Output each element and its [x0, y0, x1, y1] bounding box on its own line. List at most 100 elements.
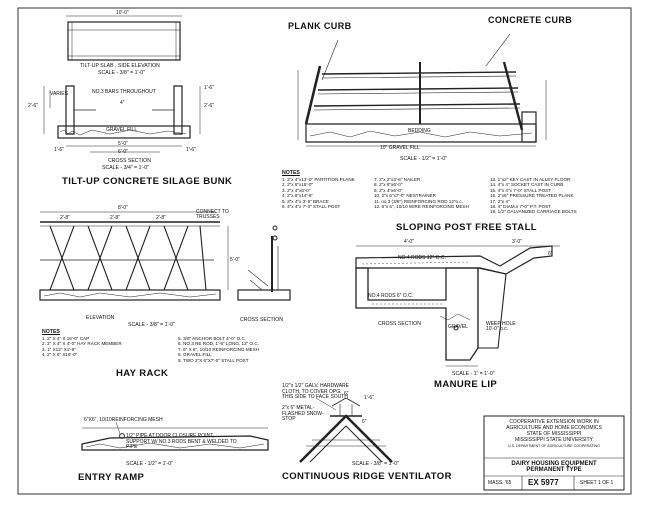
bunk-gravel: GRAVEL FILL [106, 127, 138, 133]
manure-lip-drawing [355, 245, 560, 367]
bunk-side-title: TILT-UP SLAB , SIDE ELEVATION [80, 63, 160, 69]
stall-gravel: 10" GRAVEL FILL [380, 145, 420, 151]
bunk-title: TILT-UP CONCRETE SILAGE BUNK [62, 176, 233, 187]
stall-notes-col3: 13. 1"x2" KEY CAST IN ALLEY FLOOR 14. 4"… [490, 177, 577, 215]
hay-note: 4. 2" X 6" X16'-0" [42, 352, 78, 358]
ramp-scale: SCALE - 1/2" = 1'-0" [126, 461, 173, 467]
hay-dim-a: 2'-8" [60, 215, 70, 221]
hay-rack-cross-section [237, 225, 291, 301]
hay-note: 2. 2" X 4" X 4'-0" HAY RACK MEMBER [42, 341, 122, 347]
vent-dim-c: 6" [362, 419, 367, 425]
stall-note: 5. 2"x 4"x 3'-6" BRACE [282, 198, 329, 204]
hay-dim-b: 2'-8" [110, 215, 120, 221]
manure-dim-4: 4'-0" [404, 239, 414, 245]
hay-notes-col1: 1. 2" X 4" X 16'-0" CAP 2. 2" X 4" X 4'-… [42, 336, 122, 358]
stall-note: 8. 2"x 6"x6'-0" [374, 182, 403, 188]
bunk-cross-title: CROSS SECTION [108, 158, 151, 164]
bunk-dim-varies: VARIES [50, 91, 68, 97]
stall-note: 19. 1/2" GALVANIZED CARRIAGE BOLTS [490, 209, 577, 215]
bunk-four-inch: 4" [120, 100, 125, 106]
hay-dim-5: 5'-0" [230, 257, 240, 263]
tb-type: PERMANENT TYPE [526, 467, 582, 473]
bunk-dim-height-left: 2'-6" [28, 103, 38, 109]
ramp-mesh: 6"X6", 10/10REINFORCING MESH [84, 417, 163, 423]
stall-note: 9. 2"x 4"x6'-0" [374, 187, 403, 193]
hay-elev-label: ELEVATION [86, 315, 115, 321]
hay-note: 1. 2" X 4" X 16'-0" CAP [42, 336, 90, 341]
vent-cloth: 1/2"x 1/2" GALV. HARDWARE CLOTH, TO COVE… [282, 383, 349, 400]
bunk-dim-5: 5'-0" [118, 141, 128, 147]
manure-scale: SCALE - 1" = 1'-0" [452, 371, 495, 377]
stall-note: 12. 6"x 6", 10/10 WIRE REINFORCING MESH [374, 204, 469, 210]
bunk-bars-note: NO.3 BARS THROUGHOUT [92, 89, 156, 95]
hay-notes-col2: 5. 3/8" ANCHOR BOLT 4'-0" O.C. 6. NO.3 R… [178, 336, 259, 363]
hay-connect-note: CONNECT TO TRUSSES [196, 209, 229, 220]
hay-note: 3. 1" X12" X1'-9" [42, 346, 76, 352]
stall-note: 10. 2"x 6"x7'-0" NESTRAINER [374, 193, 436, 199]
bunk-dim-6: 6'-0" [118, 149, 128, 155]
stall-title: SLOPING POST FREE STALL [396, 222, 537, 233]
plank-curb-label: PLANK CURB [288, 21, 352, 31]
tb-drawing: DAIRY HOUSING EQUIPMENT [511, 461, 597, 467]
stall-scale: SCALE - 1/2" = 1'-0" [400, 156, 447, 162]
vent-dim-b: 6" [344, 391, 349, 397]
bunk-cross-section [43, 85, 201, 153]
bunk-dim-right: 1'-6" [186, 147, 196, 153]
free-stall-drawing [297, 33, 547, 147]
bunk-overall-dim: 10'-0" [116, 10, 129, 16]
hay-notes: NOTES [42, 329, 60, 335]
hay-note: 7. 6" X 6", 10/10 REINFORCING MESH [178, 346, 260, 352]
bunk-dim-height-right: 2'-6" [204, 103, 214, 109]
hay-dim-c: 2'-8" [156, 215, 166, 221]
tb-small: U.S. DEPARTMENT OF AGRICULTURE COOPERATI… [508, 444, 600, 448]
title-block: COOPERATIVE EXTENSION WORK IN AGRICULTUR… [484, 419, 624, 449]
hay-title: HAY RACK [116, 368, 169, 379]
stall-note: 13. 1"x2" KEY CAST IN ALLEY FLOOR [490, 177, 571, 182]
vent-title: CONTINUOUS RIDGE VENTILATOR [282, 471, 452, 482]
stall-note: 11. no.3 (3/8") REINFORCING ROD 12"o.c. [374, 198, 463, 204]
manure-dim-3: 3'-0" [512, 239, 522, 245]
bunk-side-scale: SCALE - 3/8" = 1'-0" [98, 70, 145, 76]
vent-scale: SCALE - 3/8" = 1'-0" [352, 461, 399, 467]
hay-notes-head: NOTES [42, 329, 60, 335]
stall-note: 7. 2"x 2"x3'-6" NAILER [374, 177, 421, 182]
bunk-dim-left: 1'-6" [54, 147, 64, 153]
slab-side-elevation [66, 15, 182, 61]
stall-note: 18. 4" DIAM.x 7'-0" P.T. POST [490, 204, 551, 210]
entry-ramp-drawing [81, 421, 269, 451]
tb-line: MISSISSIPPI STATE UNIVERSITY [515, 437, 593, 443]
hay-note: 9. TWO 2"X 6"X7'-0" STALL POST [178, 357, 249, 363]
concrete-curb-label: CONCRETE CURB [488, 15, 573, 25]
tb-line: COOPERATIVE EXTENSION WORK IN [509, 419, 599, 425]
hay-elev-scale: SCALE - 3/8" = 1'-0" [128, 322, 175, 328]
stall-notes-col2: 7. 2"x 2"x3'-6" NAILER 8. 2"x 6"x6'-0" 9… [374, 177, 469, 209]
stall-note: 17. 2"x 4" [490, 198, 510, 204]
stall-note: 2. 2"x 6"x16'-0" [282, 182, 314, 188]
manure-title: MANURE LIP [434, 379, 498, 390]
manure-cross-label: CROSS SECTION [378, 321, 421, 327]
manure-weep: WEEP HOLE 10'-0" o.c. [486, 321, 516, 332]
tb-line: AGRICULTURE AND HOME ECONOMICS [506, 425, 602, 431]
tb-mass: MASS. '65 [488, 480, 512, 486]
stall-notes-col1: 1. 2"x 4"x13'-0" PARTITION PLANK 2. 2"x … [282, 177, 355, 209]
stall-note: 6. 4"x 4"x 7'-0" STALL POST [282, 204, 341, 210]
manure-rods12: NO.4 RODS 12" O.C. [398, 255, 446, 261]
ramp-pipe: 1/2" PIPE AT DOOR CLOSURE POINT, SUPPORT… [126, 433, 237, 450]
tb-line: STATE OF MISSISSIPPI [526, 431, 582, 437]
hay-cross-label: CROSS SECTION [240, 317, 283, 323]
stall-note: 1. 2"x 4"x13'-0" PARTITION PLANK [282, 177, 355, 182]
manure-dim-6: 6" [548, 251, 553, 257]
vent-flash: 2"x 6" METAL-FLASHED SNOW-STOP [282, 405, 324, 422]
title-block-drawing: DAIRY HOUSING EQUIPMENT PERMANENT TYPE [484, 461, 624, 473]
stall-notes: NOTES [282, 170, 300, 176]
stall-note: 16. 2"x6" PRESSURE TREATED PLANK [490, 193, 574, 199]
bunk-dim-top-right: 1'-6" [204, 85, 214, 91]
hay-note: 6. NO.3 RE ROD, 1'-6" LONG, 12" O.C. [178, 341, 259, 347]
stall-bedding: BEDDING [408, 128, 431, 134]
tb-ex: EX 5977 [528, 478, 559, 487]
manure-gravel: GRAVEL [448, 324, 468, 330]
sheet-border [17, 7, 632, 495]
hay-note: 8. GRAVEL FILL [178, 352, 212, 358]
vent-dim-a: 1'-6" [364, 395, 374, 401]
tb-sheet: SHEET 1 OF 1 [580, 480, 614, 486]
